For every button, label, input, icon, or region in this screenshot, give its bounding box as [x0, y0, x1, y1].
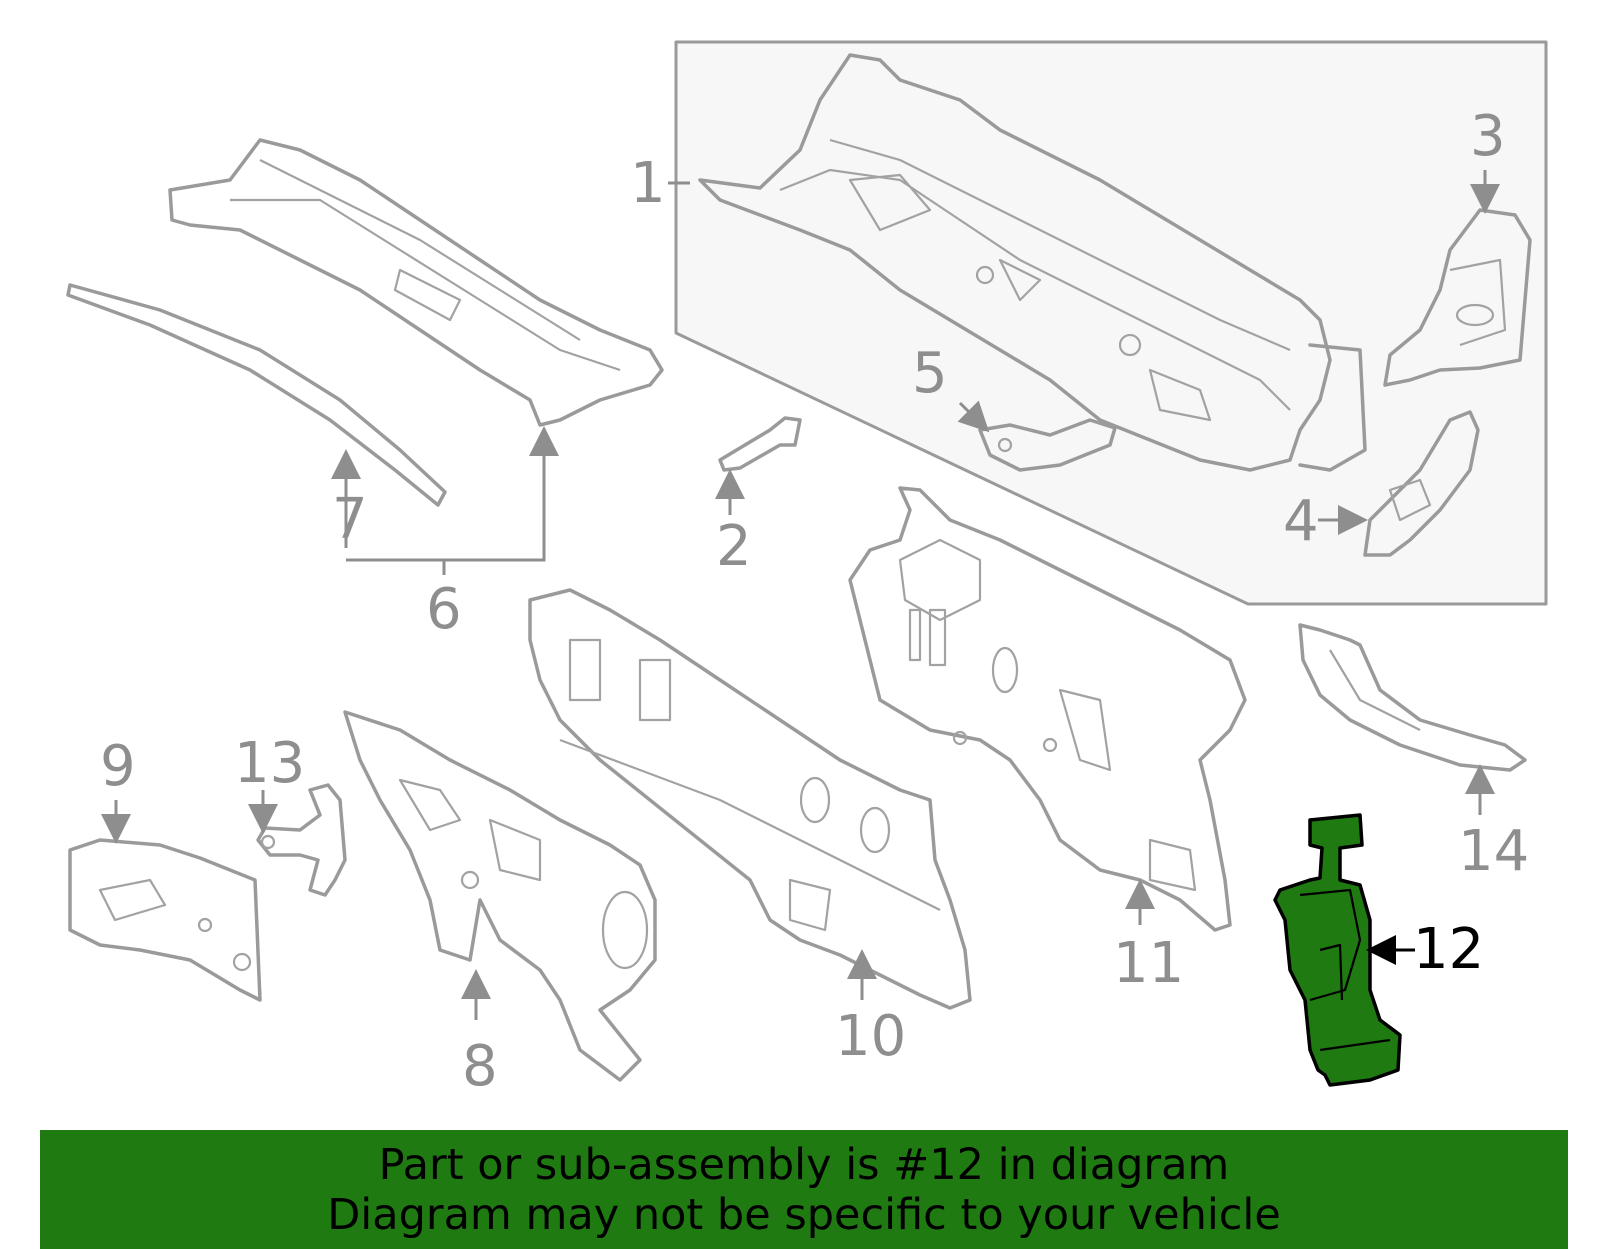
- part-2-bracket[interactable]: [718, 416, 802, 472]
- subassembly-box: [674, 40, 1548, 606]
- part-3-side-extension[interactable]: [1383, 208, 1532, 387]
- part-4-bracket[interactable]: [1363, 410, 1480, 557]
- part-9-silencer[interactable]: [68, 838, 262, 1002]
- callout-10: 10: [835, 1004, 906, 1069]
- parts-diagram: 1 2 3 4 5 6 7: [66, 40, 1548, 1099]
- callout-7: 7: [332, 487, 368, 552]
- part-6-cowl-top-panel[interactable]: [168, 138, 664, 427]
- callout-6: 6: [426, 577, 462, 642]
- part-7-weatherstrip[interactable]: [66, 283, 447, 507]
- part-13-bracket[interactable]: [256, 783, 347, 897]
- callout-3: 3: [1470, 104, 1506, 169]
- callout-11: 11: [1113, 931, 1184, 996]
- part-1-cowl-panel[interactable]: [698, 53, 1367, 472]
- part-12-highlighted-bracket[interactable]: [1273, 813, 1402, 1087]
- part-10-dash-insulator[interactable]: [528, 588, 972, 1010]
- callout-9: 9: [100, 734, 136, 799]
- callout-14: 14: [1458, 819, 1529, 884]
- part-5-bracket[interactable]: [978, 418, 1117, 472]
- part-11-dash-panel[interactable]: [848, 486, 1247, 932]
- callout-13: 13: [234, 731, 305, 796]
- part-8-insulator[interactable]: [343, 710, 657, 1082]
- callout-1: 1: [630, 151, 666, 216]
- banner-line-2: Diagram may not be specific to your vehi…: [327, 1190, 1281, 1240]
- banner-line-1: Part or sub-assembly is #12 in diagram: [378, 1140, 1230, 1190]
- info-banner: Part or sub-assembly is #12 in diagram D…: [40, 1130, 1568, 1249]
- callout-4: 4: [1283, 489, 1319, 554]
- callout-5: 5: [912, 341, 948, 406]
- part-14-bracket[interactable]: [1298, 623, 1527, 772]
- callout-8: 8: [462, 1034, 498, 1099]
- callout-2: 2: [716, 514, 752, 579]
- callout-12: 12: [1413, 917, 1484, 982]
